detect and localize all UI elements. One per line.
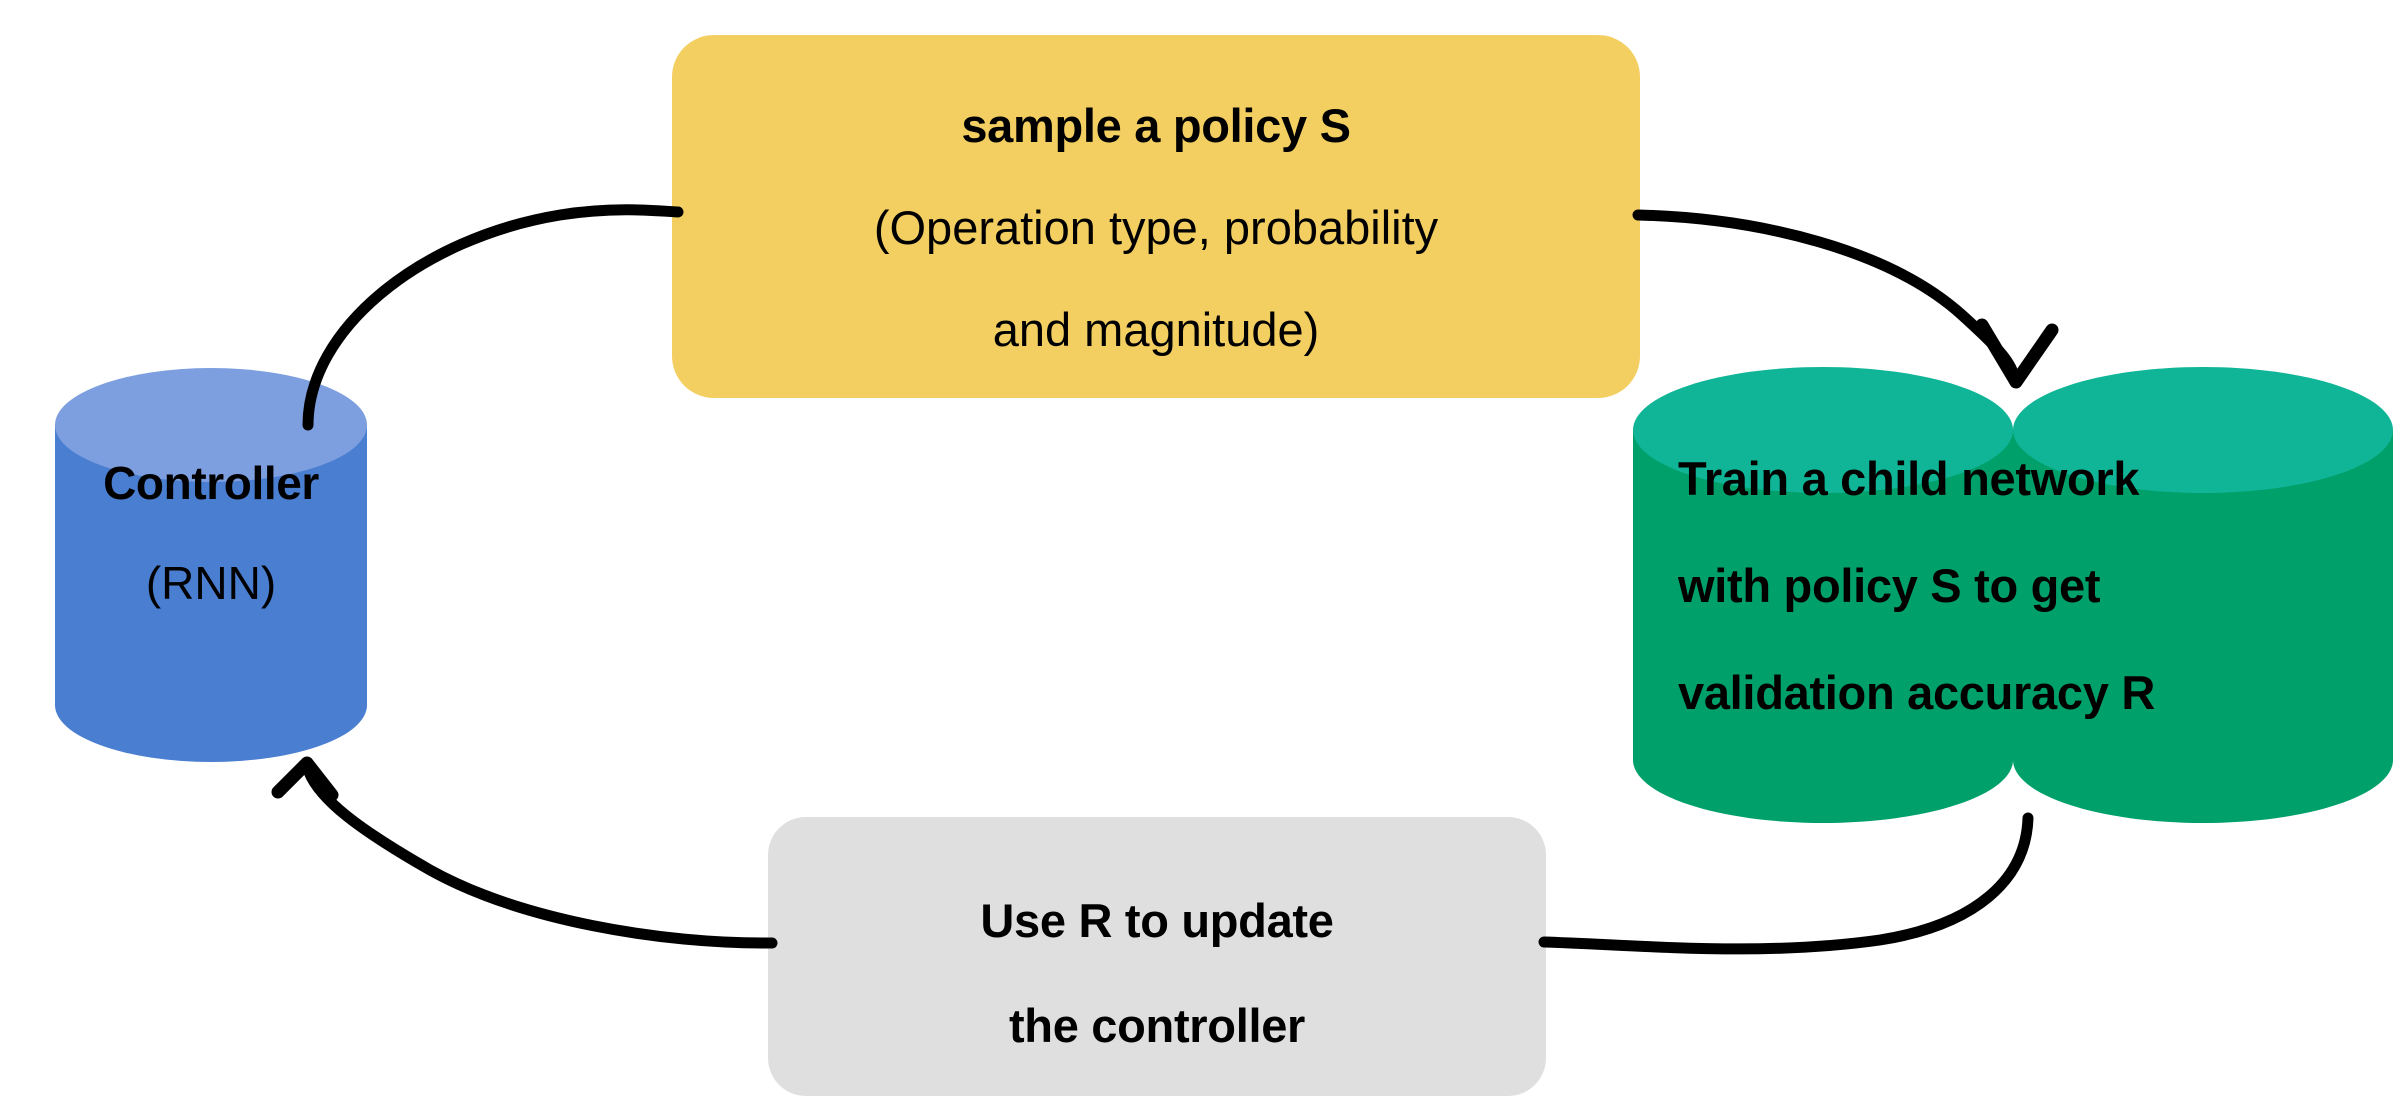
policy-label: sample a policy S (Operation type, proba…: [672, 60, 1640, 395]
update-line-1: Use R to update: [980, 893, 1334, 947]
node-controller[interactable]: [55, 368, 367, 762]
train-line-2: with policy S to get: [1678, 558, 2101, 612]
train-line-3: validation accuracy R: [1678, 666, 2155, 720]
edge-policy-to-train: [1632, 209, 2020, 382]
train-line-1: Train a child network: [1678, 451, 2140, 505]
node-policy[interactable]: [672, 35, 1640, 398]
node-update[interactable]: [768, 817, 1546, 1096]
update-box: [768, 817, 1546, 1096]
edge-controller-to-policy: [302, 204, 684, 431]
train-cylinder-body-right: [2013, 430, 2393, 823]
policy-box: [672, 35, 1640, 398]
train-cylinder-top: [1633, 367, 2013, 493]
node-train[interactable]: [1633, 367, 2393, 823]
edge-update-to-controller: [303, 766, 778, 949]
controller-cylinder-top: [55, 368, 367, 482]
controller-title: Controller: [103, 456, 319, 509]
controller-cylinder-body: [55, 425, 367, 762]
controller-label: Controller (RNN): [55, 418, 367, 648]
update-label: Use R to update the controller: [768, 855, 1546, 1103]
train-cylinder-body: [1633, 430, 2013, 823]
policy-line-2: (Operation type, probability: [873, 200, 1439, 254]
edge-update-to-controller-arrowhead: [271, 756, 339, 802]
controller-subtitle: (RNN): [145, 556, 277, 609]
update-line-2: the controller: [1008, 998, 1306, 1052]
edge-policy-to-train-arrowhead: [1975, 318, 2059, 389]
train-cylinder-top-right: [2013, 367, 2393, 493]
policy-line-3: and magnitude): [992, 303, 1320, 357]
edge-train-to-update: [1538, 812, 2034, 955]
train-label: Train a child network with policy S to g…: [1678, 413, 2396, 772]
policy-title: sample a policy S: [961, 98, 1351, 152]
